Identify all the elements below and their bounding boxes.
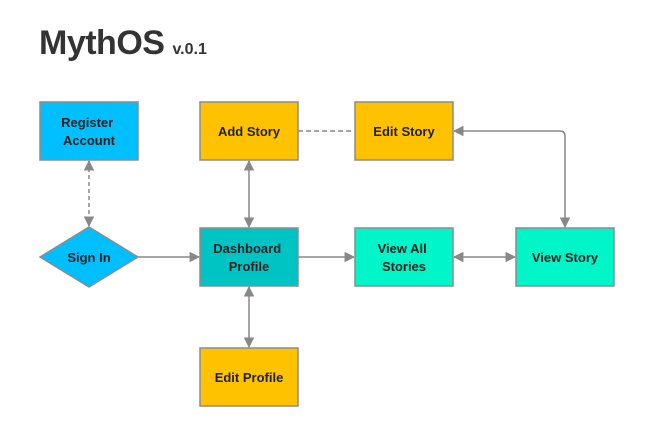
node-register-account[interactable]: Register Account — [39, 101, 139, 161]
node-edit-story[interactable]: Edit Story — [354, 101, 454, 161]
node-editprofile-shape — [199, 347, 299, 407]
node-signin-shape — [38, 226, 140, 288]
node-sign-in[interactable]: Sign In — [38, 226, 140, 288]
node-viewall-shape — [354, 227, 454, 287]
node-view-all-stories[interactable]: View All Stories — [354, 227, 454, 287]
svg-text:Dashboard Profile: Dashboard Profile — [213, 241, 285, 274]
edge-viewstory-editstory — [452, 125, 571, 229]
node-add-label: Add Story — [218, 124, 281, 139]
node-viewall-label-1: View All — [378, 241, 427, 256]
node-edit-label: Edit Story — [373, 124, 435, 139]
node-register-label-2: Account — [63, 133, 116, 148]
node-edit-shape — [354, 101, 454, 161]
node-register-shape — [39, 101, 139, 161]
node-view-story[interactable]: View Story — [515, 227, 615, 287]
node-add-shape — [199, 101, 299, 161]
node-viewstory-label: View Story — [532, 250, 599, 265]
node-dashboard-label-1: Dashboard — [213, 241, 281, 256]
connectors — [83, 125, 571, 349]
version-label: v.0.1 — [172, 41, 207, 58]
node-dashboard-profile[interactable]: Dashboard Profile — [199, 227, 299, 287]
node-edit-profile[interactable]: Edit Profile — [199, 347, 299, 407]
node-add-story[interactable]: Add Story — [199, 101, 299, 161]
svg-text:View All Stories: View All Stories — [378, 241, 431, 274]
node-register-label-1: Register — [61, 115, 113, 130]
node-dashboard-label-2: Profile — [229, 259, 269, 274]
app-title: MythOS — [39, 24, 165, 62]
node-viewall-label-2: Stories — [382, 259, 426, 274]
node-dashboard-shape — [199, 227, 299, 287]
page-title: MythOS v.0.1 — [39, 24, 207, 63]
node-editprofile-label: Edit Profile — [215, 370, 284, 385]
svg-text:Register Account: Register Account — [61, 115, 117, 148]
node-viewstory-shape — [515, 227, 615, 287]
node-signin-label: Sign In — [67, 250, 110, 265]
